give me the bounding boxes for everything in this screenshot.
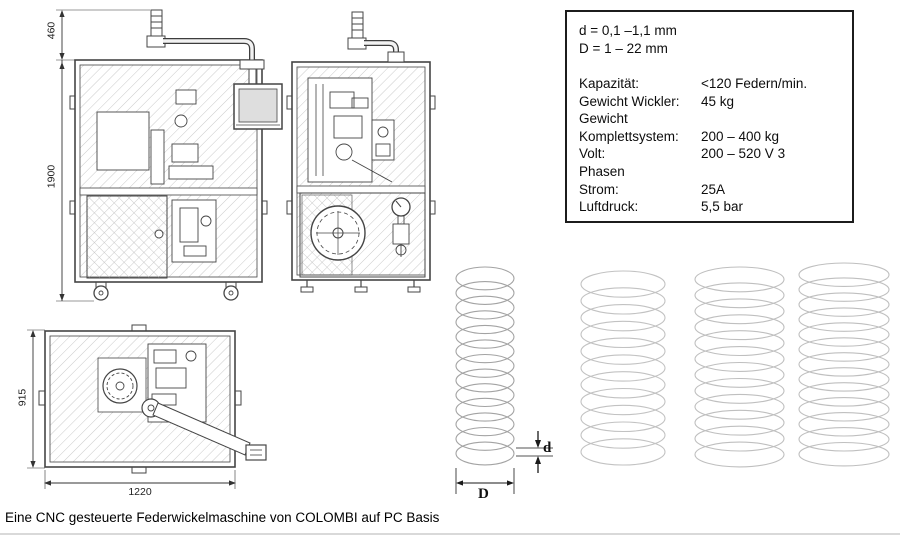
spec-rows: Kapazität: <120 Federn/min. Gewicht Wick… (579, 75, 840, 216)
cabinet-door (86, 195, 168, 279)
spec-row-phasen: Phasen (579, 163, 840, 181)
dimension-label-460: 460 (45, 21, 58, 40)
machine-front-view (69, 9, 283, 301)
spec-value: 45 kg (701, 93, 735, 109)
bottom-rule (0, 533, 900, 535)
spring-illustration-1 (455, 266, 515, 466)
spec-row-luftdruck: Luftdruck: 5,5 bar (579, 198, 840, 216)
caption: Eine CNC gesteuerte Federwickelmaschine … (5, 510, 440, 525)
pressure-gauge-icon (391, 197, 411, 257)
spec-value: 200 – 520 V 3 (701, 146, 786, 162)
spec-row-kapazitaet: Kapazität: <120 Federn/min. (579, 75, 840, 93)
spec-row-komplettsystem: Komplettsystem: 200 – 400 kg (579, 128, 840, 146)
antenna-mast-side (347, 11, 367, 50)
spec-label: Volt: (579, 146, 606, 162)
caster-right-icon (223, 282, 239, 301)
spec-label: Kapazität: (579, 76, 640, 91)
gear-icon (102, 368, 138, 404)
spec-value: 5,5 bar (701, 199, 744, 215)
caster-left-icon (93, 282, 109, 301)
spec-label: Phasen (579, 163, 625, 179)
spec-label: Gewicht Wickler: (579, 93, 680, 109)
antenna-mast (146, 9, 166, 48)
spec-row-strom: Strom: 25A (579, 181, 840, 199)
spec-label: Komplettsystem: (579, 128, 679, 144)
spec-row-gewicht-wickler: Gewicht Wickler: 45 kg (579, 93, 840, 111)
door-handle-icon (154, 229, 164, 239)
spring-illustration-4 (798, 262, 890, 467)
coil-diameter-label: D (478, 486, 489, 502)
spec-value (701, 163, 840, 181)
monitor (233, 83, 283, 130)
dimension-label-1900: 1900 (45, 164, 58, 189)
spec-row-gewicht: Gewicht (579, 110, 840, 128)
wire-diameter-label: d (543, 440, 552, 456)
spec-value: <120 Federn/min. (701, 76, 808, 91)
spring-dimension-annotations (455, 431, 553, 494)
spec-row-volt: Volt: 200 – 520 V 3 (579, 145, 840, 163)
flywheel-icon (310, 205, 366, 261)
spring-illustration-3 (694, 266, 785, 468)
spec-label: Luftdruck: (579, 199, 639, 215)
dimension-label-1220: 1220 (128, 486, 152, 498)
spec-value: 200 – 400 kg (701, 128, 780, 144)
spec-box: d = 0,1 –1,1 mm D = 1 – 22 mm Kapazität:… (565, 10, 854, 223)
discharge-chute (152, 402, 267, 461)
spec-value: 25A (701, 181, 726, 197)
dimension-lines (27, 9, 236, 489)
spec-wire-range: d = 0,1 –1,1 mm (579, 23, 677, 38)
machine-feet (300, 280, 421, 293)
machine-top-view (38, 324, 267, 474)
spec-value (701, 110, 840, 128)
spec-label: Gewicht (579, 111, 628, 127)
spring-illustration-2 (580, 270, 666, 466)
spec-diameter-range: D = 1 – 22 mm (579, 41, 668, 56)
machine-side-view (286, 11, 436, 293)
spec-label: Strom: (579, 181, 619, 197)
dimension-label-915: 915 (16, 388, 29, 407)
